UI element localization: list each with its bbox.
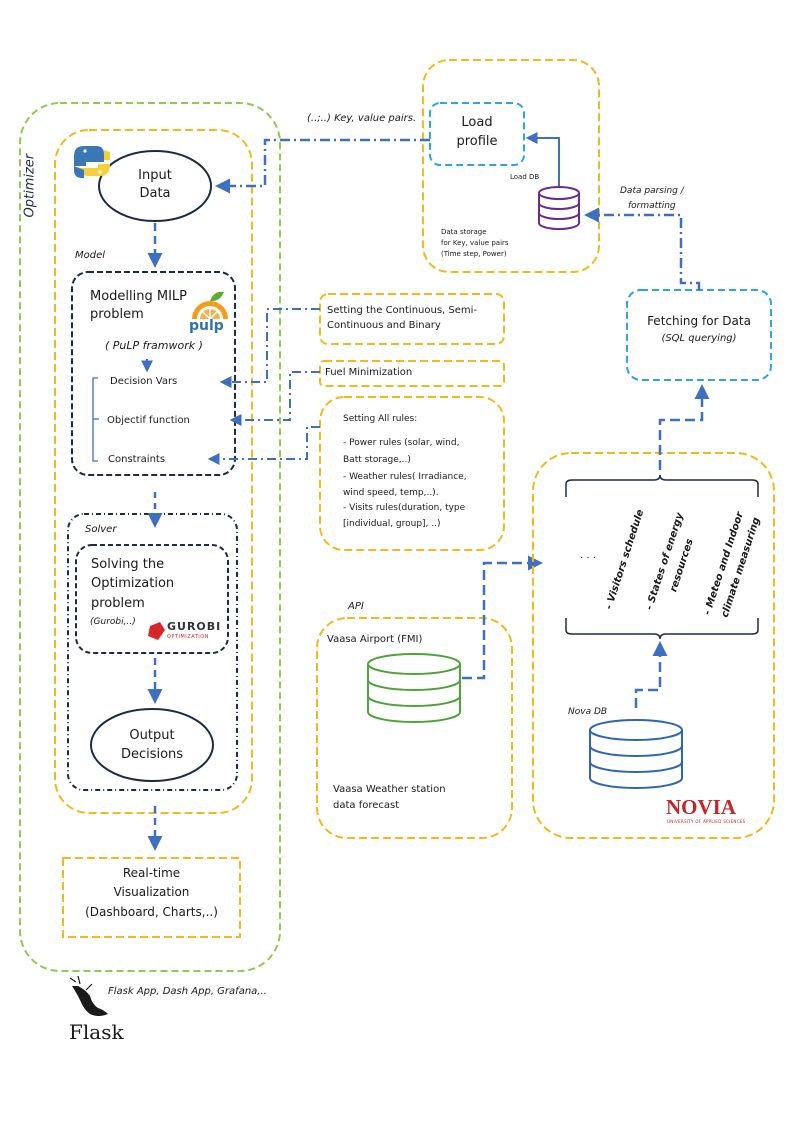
load-profile-line1: Load: [461, 115, 493, 130]
flask-logo-icon: [69, 975, 108, 1016]
objective-label: Objectif function: [107, 415, 190, 426]
solving-line1: Solving the: [91, 557, 165, 572]
optimizer-label: Optimizer: [22, 153, 38, 218]
load-profile-line2: profile: [456, 134, 498, 149]
footer-apps: Flask App, Dash App, Grafana,..: [108, 986, 267, 997]
python-logo-icon: [74, 146, 110, 178]
rules-line4: - Weather rules( Irradiance,: [343, 472, 467, 482]
gurobi-logo-text: GUROBI: [167, 620, 222, 633]
milp-framework: ( PuLP framwork ): [105, 339, 203, 352]
solving-line2: Optimization: [91, 576, 175, 591]
milp-box: [71, 271, 236, 476]
storage-line2: for Key, value pairs: [441, 239, 509, 247]
output-line1: Output: [129, 728, 175, 743]
input-data-line2: Data: [139, 186, 171, 201]
load-db-icon: [538, 186, 580, 230]
visualization-box: [62, 857, 241, 938]
visualization-line3: (Dashboard, Charts,..): [85, 905, 218, 919]
load-profile-box: [429, 102, 525, 166]
rules-line5: wind speed, temp,..).: [343, 488, 439, 498]
continuous-note: [319, 293, 505, 345]
visualization-line1: Real-time: [122, 866, 181, 880]
forecast-line1: Vaasa Weather station: [333, 784, 446, 795]
forecast-line2: data forecast: [333, 800, 400, 811]
rules-line6: - Visits rules(duration, type: [343, 503, 466, 513]
load-db-label: Load DB: [510, 173, 540, 181]
parsing-line2: formatting: [628, 201, 676, 211]
solving-line3: problem: [91, 596, 145, 611]
api-frame: [316, 617, 513, 839]
rules-line7: [individual, group], ..): [343, 519, 441, 529]
flask-logo-text: Flask: [69, 1020, 124, 1044]
load-frame: [422, 59, 600, 273]
novia-frame: [532, 452, 775, 839]
novia-logo-sub: UNIVERSITY OF APPLIED SCIENCES: [667, 819, 746, 824]
milp-title-line1: Modelling MILP: [90, 289, 188, 304]
continuous-line2: Continuous and Binary: [327, 320, 441, 331]
rules-line1: Setting All rules:: [343, 414, 418, 424]
fuel-note: [319, 360, 505, 387]
fuel-label: Fuel Minimization: [325, 367, 413, 378]
airport-label: Vaasa Airport (FMI): [327, 634, 423, 645]
output-line2: Decisions: [120, 747, 184, 762]
pulp-logo-text: pulp: [189, 318, 224, 334]
kv-pairs-label: (..;..) Key, value pairs.: [307, 113, 417, 124]
model-label: Model: [75, 250, 106, 261]
input-data-node: [98, 150, 212, 222]
storage-line3: (Time step, Power): [441, 250, 507, 258]
input-data-line1: Input: [138, 168, 172, 183]
rules-note: [319, 396, 505, 551]
fetching-sub: (SQL querying): [661, 333, 737, 344]
constraints-label: Constraints: [108, 454, 166, 465]
gurobi-logo-icon: [148, 622, 165, 640]
pulp-logo-icon: [192, 291, 228, 320]
weather-db-icon: [367, 653, 461, 723]
output-node: [90, 708, 214, 782]
rules-line3: Batt storage,..): [343, 455, 411, 465]
model-frame: [54, 129, 253, 814]
fetching-title: Fetching for Data: [647, 314, 751, 328]
novia-logo: NOVIA: [666, 795, 737, 819]
solver-label: Solver: [85, 524, 117, 535]
gurobi-logo-sub: OPTIMIZATION: [167, 634, 209, 640]
solving-box: [75, 544, 229, 654]
optimizer-frame: [19, 102, 281, 972]
visualization-line2: Visualization: [113, 885, 190, 899]
nova-db-label: Nova DB: [568, 707, 608, 717]
continuous-line1: Setting the Continuous, Semi-: [327, 305, 478, 316]
decision-vars-label: Decision Vars: [110, 376, 178, 387]
parsing-line1: Data parsing /: [620, 186, 684, 196]
milp-title-line2: problem: [90, 307, 144, 322]
novia-dots: . . .: [580, 550, 596, 561]
nova-db-icon: [589, 719, 683, 789]
storage-line1: Data storage: [441, 228, 487, 236]
api-label: API: [348, 601, 364, 612]
rules-line2: - Power rules (solar, wind,: [343, 438, 460, 448]
solving-note: (Gurobi,..): [90, 617, 136, 627]
